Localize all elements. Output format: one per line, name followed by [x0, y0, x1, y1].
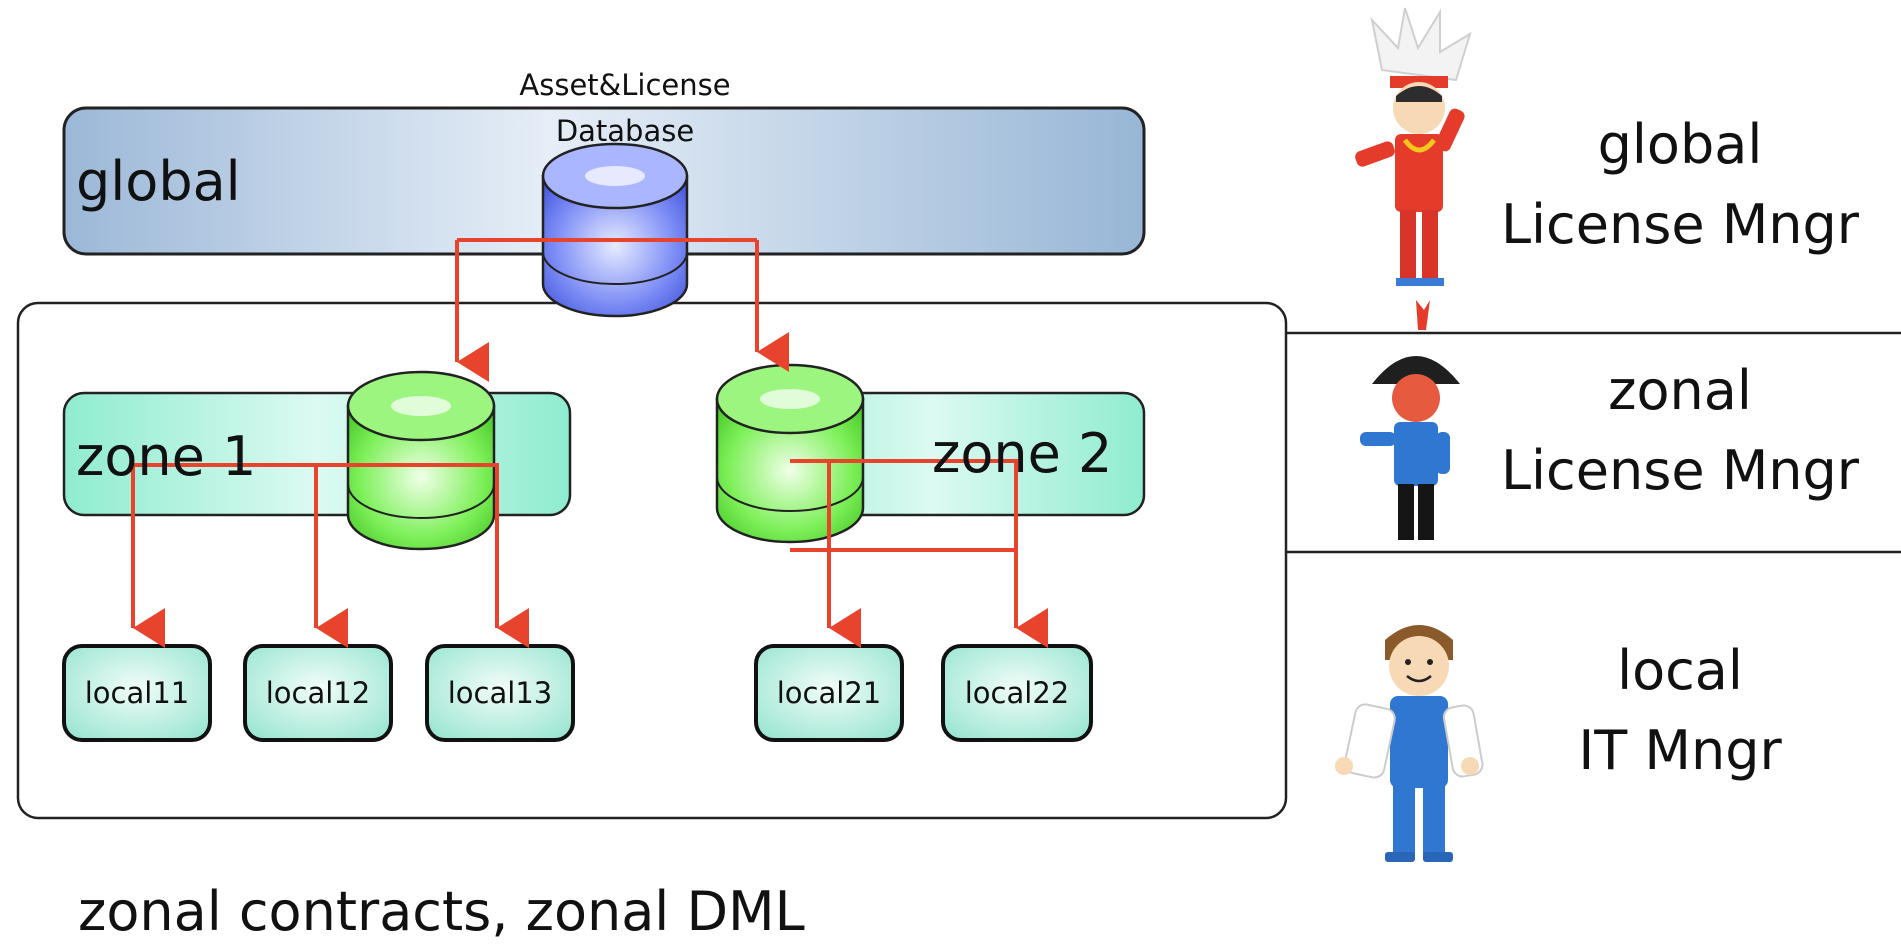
- local-label: local11: [84, 676, 190, 710]
- global-database-icon: [541, 142, 689, 318]
- worker-figure-icon: [1335, 625, 1484, 862]
- role-local-line1: local: [1617, 639, 1743, 702]
- zonal-role-divider: [1286, 331, 1901, 554]
- local-label: local13: [447, 676, 553, 710]
- general-figure-icon: [1360, 300, 1460, 540]
- zone-2-database-icon: [715, 363, 865, 544]
- zone-1-label: zone 1: [76, 425, 257, 488]
- zone-2-label: zone 2: [932, 422, 1113, 485]
- global-band-label: global: [76, 150, 241, 213]
- zone-1-database-icon: [346, 370, 496, 551]
- local-label: local22: [964, 676, 1070, 710]
- database-caption-line2: Database: [555, 114, 695, 148]
- chief-figure-icon: [1355, 7, 1472, 286]
- local-label: local21: [776, 676, 882, 710]
- local-label: local12: [265, 676, 371, 710]
- zonal-container: [16, 301, 1288, 820]
- role-global-line1: global: [1597, 113, 1763, 176]
- replication-arrows: [131, 238, 1048, 648]
- role-local-line2: IT Mngr: [1578, 719, 1782, 782]
- role-zonal-line2: License Mngr: [1500, 439, 1860, 502]
- role-zonal-line1: zonal: [1608, 359, 1752, 422]
- footer-caption: zonal contracts, zonal DML: [78, 880, 805, 943]
- role-global-line2: License Mngr: [1500, 193, 1860, 256]
- database-caption-line1: Asset&License: [519, 68, 731, 102]
